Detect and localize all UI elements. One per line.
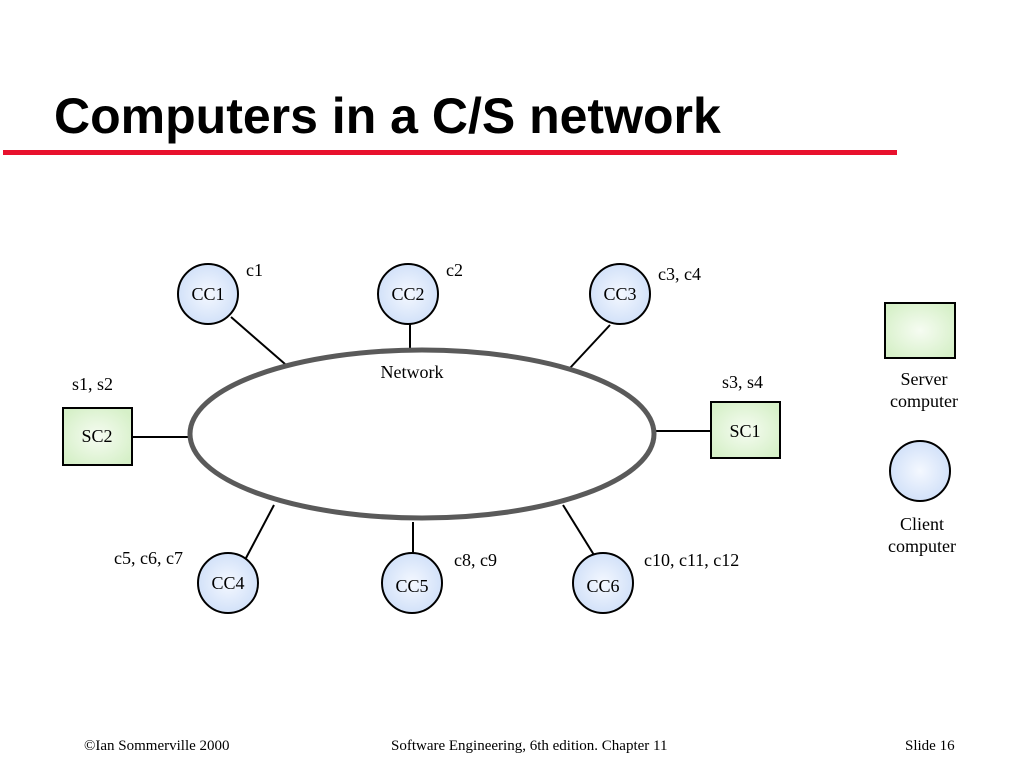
legend-client-label: Client xyxy=(900,514,944,534)
link-cc3 xyxy=(569,324,611,369)
server-sc1: SC1 xyxy=(710,401,781,459)
client-cc3: CC3 xyxy=(589,263,651,325)
node-label: SC1 xyxy=(729,421,760,441)
node-label: CC1 xyxy=(191,284,224,304)
network-label: Network xyxy=(381,362,444,382)
footer-slide-number: Slide 16 xyxy=(905,738,955,754)
client-cc6: CC6 xyxy=(572,552,634,614)
node-label: CC6 xyxy=(586,576,619,596)
legend-server-swatch xyxy=(884,302,956,359)
services-label: s3, s4 xyxy=(722,372,763,392)
legend-server-label: computer xyxy=(890,391,958,411)
services-label: c8, c9 xyxy=(454,550,497,570)
server-sc2: SC2 xyxy=(62,407,133,466)
link-cc1 xyxy=(230,316,286,365)
node-label: CC3 xyxy=(603,284,636,304)
services-label: s1, s2 xyxy=(72,374,113,394)
client-cc5: CC5 xyxy=(381,552,443,614)
node-label: CC2 xyxy=(391,284,424,304)
slide-title: Computers in a C/S network xyxy=(54,88,721,144)
services-label: c5, c6, c7 xyxy=(114,548,183,568)
footer-book-title: Software Engineering, 6th edition. Chapt… xyxy=(391,738,668,754)
client-cc1: CC1 xyxy=(177,263,239,325)
link-cc4 xyxy=(245,504,275,559)
services-label: c3, c4 xyxy=(658,264,701,284)
services-label: c10, c11, c12 xyxy=(644,550,739,570)
client-cc4: CC4 xyxy=(197,552,259,614)
legend: Server computer Client computer xyxy=(884,302,958,556)
legend-client-swatch xyxy=(889,440,951,502)
services-label: c2 xyxy=(446,260,463,280)
client-cc2: CC2 xyxy=(377,263,439,325)
legend-server-label: Server xyxy=(901,369,948,389)
services-label: c1 xyxy=(246,260,263,280)
node-label: SC2 xyxy=(81,426,112,446)
node-label: CC5 xyxy=(395,576,428,596)
network-ring xyxy=(187,347,657,521)
link-cc6 xyxy=(562,504,595,556)
legend-client-label: computer xyxy=(888,536,956,556)
title-underline xyxy=(3,150,897,155)
node-label: CC4 xyxy=(211,573,244,593)
footer-copyright: ©Ian Sommerville 2000 xyxy=(84,738,230,754)
